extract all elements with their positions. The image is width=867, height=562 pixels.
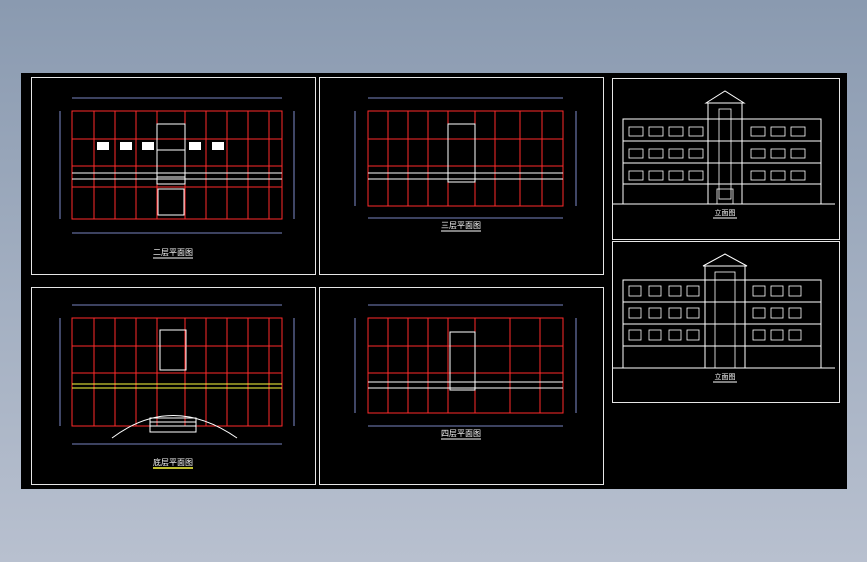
sheet-floor-plan-3[interactable]: 三层平面图: [319, 77, 604, 275]
sheet-title: 底层平面图: [153, 457, 193, 467]
cad-model-space[interactable]: 二层平面图: [21, 73, 847, 489]
sheet-title: 三层平面图: [441, 221, 481, 230]
sheet-title: 二层平面图: [153, 248, 193, 257]
sheet-floor-plan-2[interactable]: 二层平面图: [31, 77, 316, 275]
rear-elevation-drawing: 立面图: [613, 253, 835, 383]
floor-plan-2-drawing: 二层平面图: [59, 97, 295, 259]
front-elevation-drawing: 立面图: [613, 90, 835, 219]
floor-plan-3-drawing: 三层平面图: [354, 97, 577, 232]
sheet-title: 立面图: [715, 208, 736, 217]
sheet-rear-elevation[interactable]: 立面图: [612, 241, 840, 403]
sheet-title: 四层平面图: [441, 429, 481, 438]
floor-plan-1-drawing: 底层平面图: [59, 304, 295, 469]
sheet-floor-plan-1[interactable]: 底层平面图: [31, 287, 316, 485]
sheet-title: 立面图: [715, 372, 736, 381]
sheet-floor-plan-4[interactable]: 四层平面图: [319, 287, 604, 485]
sheet-front-elevation[interactable]: 立面图: [612, 78, 840, 240]
floor-plan-4-drawing: 四层平面图: [354, 304, 577, 440]
